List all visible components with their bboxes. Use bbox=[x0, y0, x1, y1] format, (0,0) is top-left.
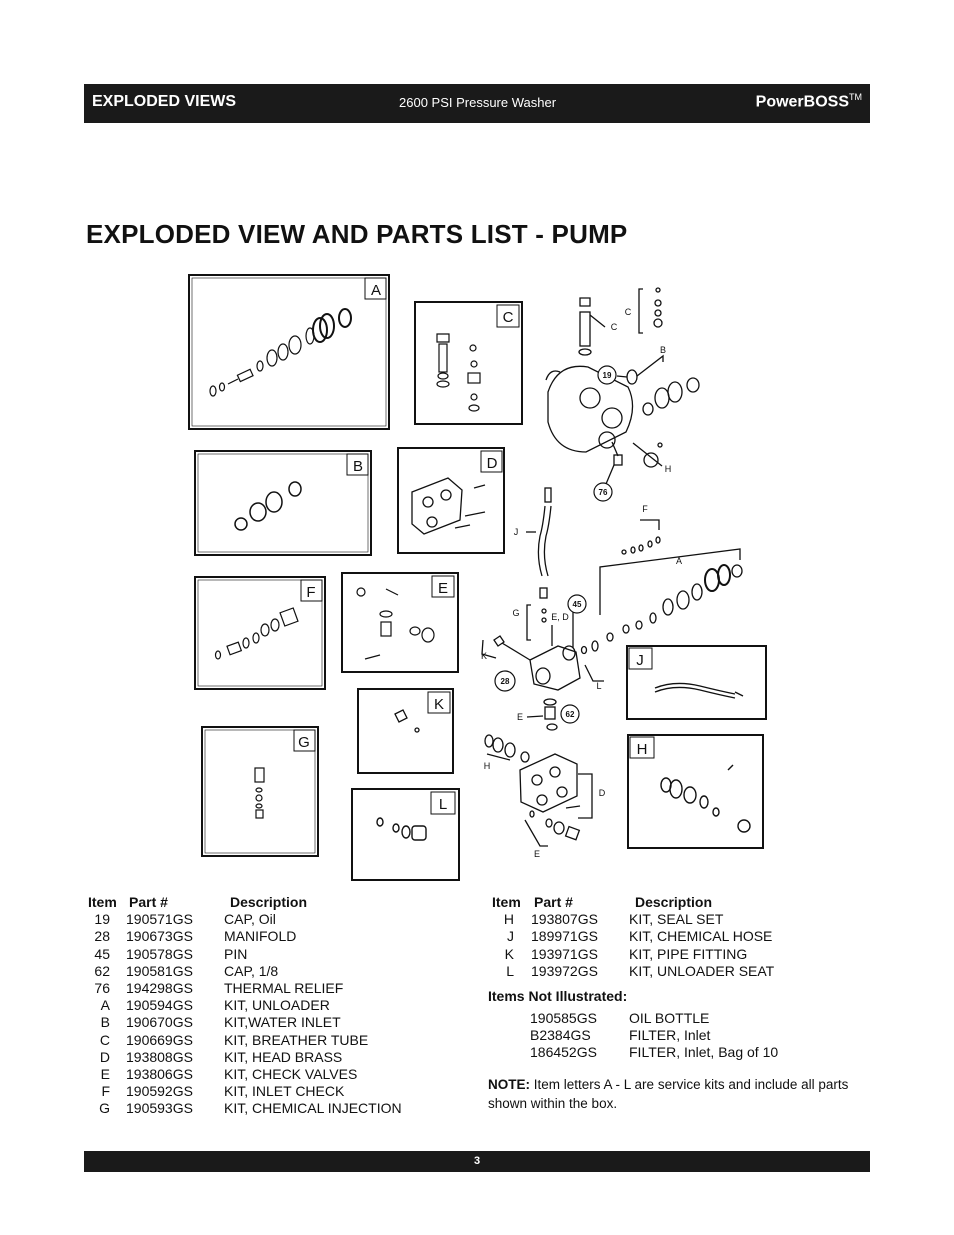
leader-c-main: C bbox=[611, 322, 618, 332]
leader-d: D bbox=[599, 788, 606, 798]
box-label-a: A bbox=[371, 282, 381, 299]
callout-76: 76 bbox=[599, 488, 608, 497]
section-title: EXPLODED VIEWS bbox=[92, 93, 237, 110]
service-kit-note: NOTE: Item letters A - L are service kit… bbox=[488, 1075, 860, 1113]
leader-c-bracket: C bbox=[625, 307, 632, 317]
box-label-d: D bbox=[487, 455, 498, 472]
box-label-l: L bbox=[439, 796, 447, 813]
box-label-h: H bbox=[637, 741, 648, 758]
box-label-e: E bbox=[438, 580, 448, 597]
leader-b: B bbox=[660, 345, 666, 355]
box-label-k: K bbox=[434, 696, 444, 713]
note-label: NOTE: bbox=[488, 1077, 530, 1092]
leader-a: A bbox=[676, 556, 682, 566]
leader-k: K bbox=[481, 651, 487, 661]
table-header: Item Part # Description bbox=[488, 894, 868, 911]
page-number: 3 bbox=[473, 1155, 481, 1167]
box-label-b: B bbox=[353, 458, 363, 475]
brand-name: PowerBOSS bbox=[755, 93, 849, 111]
leader-ed: E, D bbox=[551, 612, 569, 622]
box-label-j: J bbox=[636, 652, 644, 669]
table-header: Item Part # Description bbox=[86, 894, 466, 911]
leader-g: G bbox=[512, 608, 519, 618]
brand-logo: PowerBOSSTM bbox=[756, 92, 862, 111]
product-name: 2600 PSI Pressure Washer bbox=[399, 95, 557, 110]
header-part: Part # bbox=[129, 894, 168, 910]
not-illustrated-heading: Items Not Illustrated: bbox=[488, 988, 628, 1004]
header-item: Item bbox=[88, 894, 117, 910]
callout-62: 62 bbox=[566, 710, 575, 719]
leader-e-lower: E bbox=[534, 849, 540, 859]
note-text: Item letters A - L are service kits and … bbox=[488, 1077, 849, 1111]
box-label-g: G bbox=[298, 734, 310, 751]
header-description: Description bbox=[230, 894, 308, 910]
page-title: EXPLODED VIEW AND PARTS LIST - PUMP bbox=[86, 219, 628, 249]
leader-j: J bbox=[514, 527, 519, 537]
header-bar: EXPLODED VIEWS 2600 PSI Pressure Washer … bbox=[84, 84, 870, 123]
leader-h-lower: H bbox=[484, 761, 491, 771]
callout-19: 19 bbox=[603, 371, 612, 380]
trademark: TM bbox=[849, 92, 862, 102]
header-item: Item bbox=[492, 894, 521, 910]
leader-e: E bbox=[517, 712, 523, 722]
leader-f: F bbox=[642, 504, 648, 514]
leader-h: H bbox=[665, 464, 672, 474]
header-part: Part # bbox=[534, 894, 573, 910]
leader-l: L bbox=[596, 681, 601, 691]
box-label-c: C bbox=[503, 309, 514, 326]
header-description: Description bbox=[635, 894, 713, 910]
footer-bar: 3 bbox=[84, 1151, 870, 1172]
callout-45: 45 bbox=[573, 600, 582, 609]
box-label-f: F bbox=[306, 584, 315, 601]
callout-28: 28 bbox=[501, 677, 510, 686]
